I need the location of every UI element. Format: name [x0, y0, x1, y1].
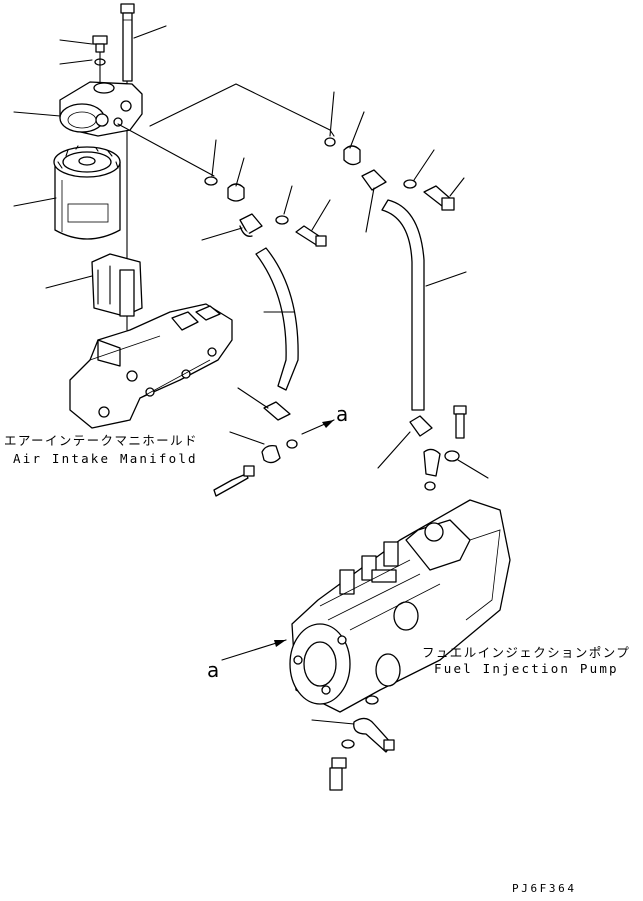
- bottom-fitting: [329, 717, 395, 791]
- leader-lines: [13, 25, 489, 725]
- manifold-label-japanese: エアーインテークマニホールド: [4, 433, 198, 448]
- drawing-number: PJ6F364: [512, 882, 577, 895]
- pump-label-english: Fuel Injection Pump: [434, 661, 619, 676]
- filter-head: [59, 81, 143, 137]
- left-hose-assembly: [204, 176, 335, 497]
- fuel-injection-pump: [221, 499, 511, 713]
- small-bolt: [92, 35, 108, 89]
- right-hose-assembly: [324, 137, 467, 491]
- connection-marker-top: a: [336, 402, 349, 426]
- manifold-label-english: Air Intake Manifold: [13, 451, 198, 466]
- pump-label-japanese: フュエルインジェクションポンプ: [422, 645, 631, 660]
- connection-marker-left: a: [207, 658, 220, 682]
- air-intake-manifold: [69, 303, 233, 429]
- fuel-filter: [53, 145, 121, 240]
- filter-bracket: [91, 253, 143, 317]
